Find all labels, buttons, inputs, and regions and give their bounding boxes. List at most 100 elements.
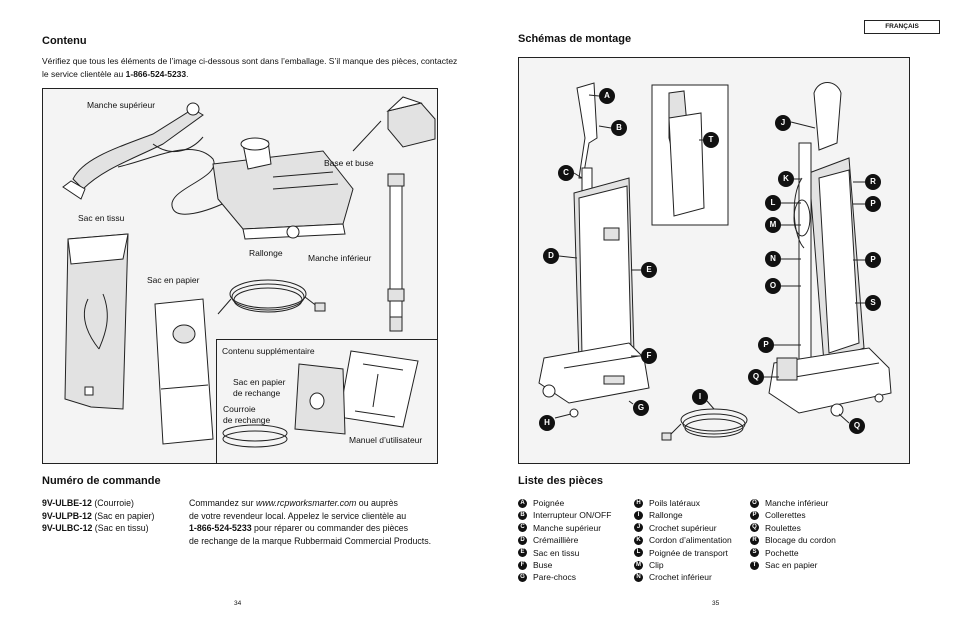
order-instructions: Commandez sur www.rcpworksmarter.com ou … bbox=[189, 497, 431, 547]
part-name: Sac en tissu bbox=[533, 547, 580, 558]
order-desc: (Courroie) bbox=[91, 498, 134, 508]
callout-q-2: Q bbox=[849, 418, 865, 434]
part-key: O bbox=[750, 498, 759, 508]
order-line-4: de rechange de la marque Rubbermaid Comm… bbox=[189, 535, 432, 546]
part-name: Collerettes bbox=[765, 510, 806, 521]
callout-o: O bbox=[765, 278, 781, 294]
order-heading: Numéro de commande bbox=[42, 475, 161, 487]
callout-j: J bbox=[775, 115, 791, 131]
part-name: Blocage du cordon bbox=[765, 535, 836, 546]
callout-c: C bbox=[558, 165, 574, 181]
part-key: I bbox=[634, 511, 643, 521]
part-name: Poils latéraux bbox=[649, 498, 701, 508]
callout-k: K bbox=[778, 171, 794, 187]
part-name: Roulettes bbox=[765, 522, 801, 533]
contents-illustration: Manche supérieur Base et buse Sac en tis… bbox=[42, 88, 438, 464]
part-name: Interrupteur ON/OFF bbox=[533, 510, 612, 521]
order-text: ou auprès bbox=[356, 498, 398, 508]
paper-bag-illustration bbox=[154, 298, 214, 445]
label-lower-handle: Manche inférieur bbox=[308, 253, 372, 263]
part-key: M bbox=[634, 560, 643, 570]
website-link[interactable]: www.rcpworksmarter.com bbox=[255, 498, 357, 508]
order-desc: (Sac en tissu) bbox=[92, 523, 149, 533]
intro-phone: 1-866-524-5233 bbox=[125, 69, 187, 79]
part-name: Rallonge bbox=[649, 510, 683, 521]
order-code: 9V-ULPB-12 bbox=[42, 510, 92, 521]
vacuum-front-illustration bbox=[538, 82, 650, 418]
label-replacement-bag: Sac en papier de rechange bbox=[233, 377, 286, 398]
callout-d: D bbox=[543, 248, 559, 264]
callout-q-1: Q bbox=[748, 369, 764, 385]
manual-illustration bbox=[338, 350, 419, 428]
order-code-row: 9V-ULPB-12 (Sac en papier) bbox=[42, 510, 154, 523]
part-key: L bbox=[634, 548, 643, 558]
part-name: Poignée bbox=[533, 498, 565, 508]
part-name: Crémaillière bbox=[533, 535, 579, 546]
label-paper-bag: Sac en papier bbox=[147, 275, 200, 285]
contents-intro: Vérifiez que tous les éléments de l’imag… bbox=[42, 55, 462, 81]
callout-t: T bbox=[703, 132, 719, 148]
part-key: N bbox=[634, 573, 643, 583]
order-code-row: 9V-ULBC-12 (Sac en tissu) bbox=[42, 522, 154, 535]
part-key: E bbox=[518, 548, 527, 558]
order-code: 9V-ULBE-12 bbox=[42, 498, 92, 508]
part-key: J bbox=[634, 523, 643, 533]
label-manual: Manuel d’utilisateur bbox=[349, 435, 423, 445]
vacuum-rear-illustration bbox=[768, 82, 892, 417]
label-cloth-bag: Sac en tissu bbox=[78, 213, 125, 223]
part-item: G Pare-chocs bbox=[518, 571, 611, 583]
callout-s: S bbox=[865, 295, 881, 311]
part-key: D bbox=[518, 535, 527, 545]
contents-heading: Contenu bbox=[42, 35, 87, 47]
contents-drawing bbox=[62, 96, 436, 448]
part-item: P Collerettes bbox=[750, 509, 836, 521]
order-phone: 1-866-524-5233 bbox=[189, 523, 252, 533]
part-key: G bbox=[518, 573, 527, 583]
part-name: Clip bbox=[649, 559, 664, 570]
part-name: Crochet inférieur bbox=[649, 572, 712, 583]
intro-line-1: Vérifiez que tous les éléments de l’imag… bbox=[42, 56, 458, 66]
order-codes: 9V-ULBE-12 (Courroie) 9V-ULPB-12 (Sac en… bbox=[42, 497, 154, 535]
part-name: Pochette bbox=[765, 547, 799, 558]
part-item: E Sac en tissu bbox=[518, 547, 611, 559]
extension-cord-illustration bbox=[217, 279, 326, 315]
extension-coil-illustration bbox=[661, 408, 748, 441]
additional-contents-box: Contenu supplémentaire Sac en papier de … bbox=[216, 339, 438, 464]
part-name: Pare-chocs bbox=[533, 572, 576, 583]
paper-bag-inset bbox=[651, 84, 729, 226]
callout-p-3: P bbox=[758, 337, 774, 353]
part-name: Cordon d’alimentation bbox=[649, 535, 732, 546]
part-key: C bbox=[518, 523, 527, 533]
order-text: Commandez sur bbox=[189, 498, 256, 508]
callout-e: E bbox=[641, 262, 657, 278]
part-key: P bbox=[750, 511, 759, 521]
assembly-diagram: A B C D E F G H T J K R L P M N P O S P … bbox=[518, 57, 910, 464]
label-replacement-belt: Courroie de rechange bbox=[223, 404, 271, 425]
carton-icon bbox=[352, 96, 436, 152]
language-tab: FRANÇAIS bbox=[864, 20, 940, 34]
part-key: F bbox=[518, 560, 527, 570]
part-name: Manche inférieur bbox=[765, 498, 829, 508]
label-base-nozzle: Base et buse bbox=[324, 158, 374, 168]
order-desc: (Sac en papier) bbox=[91, 510, 155, 521]
callout-leaders bbox=[554, 94, 865, 424]
label-upper-handle: Manche supérieur bbox=[87, 100, 156, 110]
intro-line-2-end: . bbox=[186, 69, 189, 79]
order-line-1: Commandez sur www.rcpworksmarter.com ou … bbox=[189, 497, 431, 510]
upper-handle-illustration bbox=[62, 102, 204, 200]
callout-f: F bbox=[641, 348, 657, 364]
assembly-heading: Schémas de montage bbox=[518, 33, 632, 45]
callout-a: A bbox=[599, 88, 615, 104]
label-additional-contents: Contenu supplémentaire bbox=[222, 346, 315, 356]
callout-m: M bbox=[765, 217, 781, 233]
